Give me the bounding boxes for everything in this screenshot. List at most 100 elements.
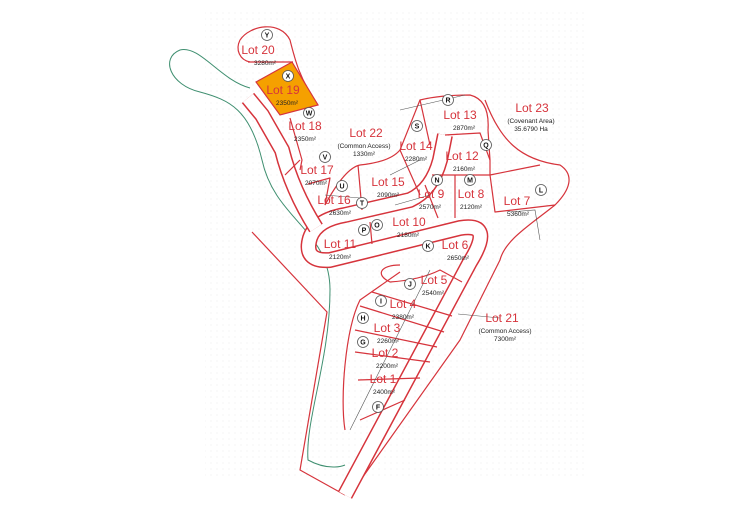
lot-3-marker: H [357, 312, 369, 324]
lot-9-marker: N [431, 174, 443, 186]
lot-5-area: 2540m² [422, 290, 445, 297]
lot-11-marker: P [358, 224, 370, 236]
marker-letter: Q [483, 143, 489, 150]
marker-letter: F [376, 405, 381, 412]
lot-5-marker: J [404, 278, 416, 290]
marker-circle-icon [480, 139, 492, 151]
marker-circle-icon [372, 401, 384, 413]
lot-6-area: 2650m² [447, 255, 470, 262]
lot-1-area: 2400m² [373, 389, 396, 396]
marker-circle-icon [303, 107, 315, 119]
lot-6-label[interactable]: Lot 6 [442, 238, 469, 252]
lot-21-label[interactable]: Lot 21 [485, 311, 519, 325]
lot-22-label[interactable]: Lot 22 [349, 126, 383, 140]
marker-letter: O [374, 223, 380, 230]
lot-16-label[interactable]: Lot 16 [317, 193, 351, 207]
lot-10-label[interactable]: Lot 10 [392, 215, 426, 229]
marker-circle-icon [442, 94, 454, 106]
marker-circle-icon [357, 312, 369, 324]
lot-4-label[interactable]: Lot 4 [390, 297, 417, 311]
lot-16-marker: U [336, 180, 348, 192]
lot-13-label[interactable]: Lot 13 [443, 108, 477, 122]
lot-23-note: (Covenant Area) [507, 118, 554, 125]
marker-circle-icon [422, 240, 434, 252]
lot-19-area: 2350m² [276, 100, 299, 107]
marker-letter: W [306, 111, 313, 118]
lot-16-area: 2630m² [329, 210, 352, 217]
marker-letter: N [434, 178, 439, 185]
marker-circle-icon [356, 197, 368, 209]
lot-1-marker: F [372, 401, 384, 413]
lot-2-label[interactable]: Lot 2 [372, 346, 399, 360]
marker-circle-icon [282, 70, 294, 82]
marker-circle-icon [464, 174, 476, 186]
lot-17-marker: V [319, 151, 331, 163]
marker-circle-icon [371, 219, 383, 231]
lot-15-label[interactable]: Lot 15 [371, 175, 405, 189]
lot-12-area: 2160m² [453, 166, 476, 173]
lot-15-marker: T [356, 197, 368, 209]
lot-12-marker: Q [480, 139, 492, 151]
lot-22-area: 1330m² [353, 151, 376, 158]
access-roads [241, 92, 491, 499]
lot-9-area: 2570m² [419, 204, 442, 211]
lot-12-label[interactable]: Lot 12 [445, 149, 479, 163]
lot-7-marker: L [535, 184, 547, 196]
marker-letter: H [360, 316, 365, 323]
lot-23-area: 35.6790 Ha [514, 126, 548, 133]
lot-17-label[interactable]: Lot 17 [300, 163, 334, 177]
marker-letter: X [286, 74, 291, 81]
lot-13-marker: R [442, 94, 454, 106]
marker-letter: V [323, 155, 328, 162]
lot-9-label[interactable]: Lot 9 [418, 187, 445, 201]
lot-20-label[interactable]: Lot 20 [241, 43, 275, 57]
marker-circle-icon [319, 151, 331, 163]
lot-13-area: 2870m² [453, 125, 476, 132]
lot-20-area: 3280m² [254, 60, 277, 67]
lot-6-marker: K [422, 240, 434, 252]
marker-circle-icon [431, 174, 443, 186]
marker-letter: P [362, 228, 367, 235]
lot-4-marker: I [375, 295, 387, 307]
marker-letter: G [360, 340, 366, 347]
lot-1-label[interactable]: Lot 1 [370, 372, 397, 386]
lot-8-label[interactable]: Lot 8 [458, 187, 485, 201]
marker-letter: T [360, 201, 365, 208]
lot-boundaries [248, 61, 556, 431]
lot-3-area: 2260m² [377, 338, 400, 345]
lot-19-label[interactable]: Lot 19 [266, 83, 300, 97]
lot-18-label[interactable]: Lot 18 [288, 119, 322, 133]
lot-2-marker: G [357, 336, 369, 348]
lot-21-area: 7300m² [494, 336, 517, 343]
lot-3-label[interactable]: Lot 3 [374, 321, 401, 335]
lot-18-marker: W [303, 107, 315, 119]
marker-letter: M [467, 178, 473, 185]
lot-8-marker: M [464, 174, 476, 186]
lot-11-label[interactable]: Lot 11 [324, 237, 357, 251]
marker-circle-icon [411, 120, 423, 132]
lot-8-area: 2120m² [460, 204, 483, 211]
stream-line [169, 49, 346, 468]
lot-19-highlight[interactable] [255, 61, 319, 116]
marker-letter: K [425, 244, 430, 251]
lot-21-note: (Common Access) [478, 328, 531, 335]
marker-circle-icon [358, 224, 370, 236]
marker-circle-icon [336, 180, 348, 192]
marker-letter: J [408, 282, 412, 289]
marker-circle-icon [375, 295, 387, 307]
lot-2-area: 2200m² [376, 363, 399, 370]
lot-17-area: 2070m² [305, 180, 328, 187]
lot-23-label[interactable]: Lot 23 [515, 101, 549, 115]
lot-4-area: 2380m² [392, 314, 415, 321]
marker-circle-icon [261, 29, 273, 41]
lot-5-label[interactable]: Lot 5 [421, 273, 448, 287]
marker-circle-icon [404, 278, 416, 290]
lot-18-area: 2350m² [294, 136, 317, 143]
marker-letter: S [415, 124, 420, 131]
lot-10-area: 2180m² [397, 232, 420, 239]
marker-letter: R [445, 98, 450, 105]
lot-14-area: 2280m² [405, 156, 428, 163]
lot-14-label[interactable]: Lot 14 [399, 139, 433, 153]
lot-7-label[interactable]: Lot 7 [504, 194, 531, 208]
